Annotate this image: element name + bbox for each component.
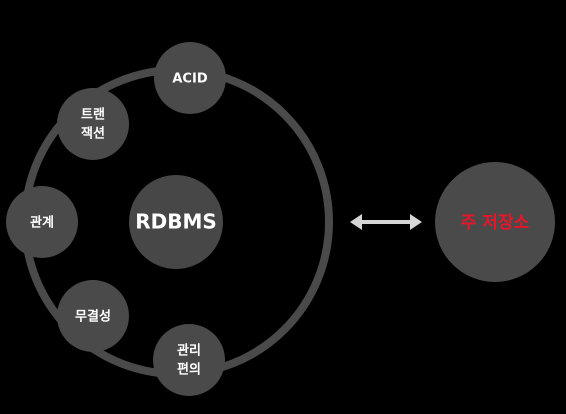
management-label-line1: 관리 <box>177 343 201 359</box>
rdbms-label: RDBMS <box>135 210 217 234</box>
transaction-label-line1: 트랜 <box>81 107 105 123</box>
primary-storage-label: 주 저장소 <box>461 213 530 233</box>
transaction-label-line2: 잭션 <box>81 126 105 142</box>
relation-label: 관계 <box>30 215 54 231</box>
management-label-line2: 편의 <box>177 362 201 378</box>
integrity-node: 무결성 <box>57 280 129 352</box>
acid-node: ACID <box>154 42 226 114</box>
primary-storage-node: 주 저장소 <box>435 162 555 282</box>
acid-label: ACID <box>172 72 207 87</box>
relation-node: 관계 <box>6 186 78 258</box>
integrity-label: 무결성 <box>75 309 111 325</box>
management-node: 관리 편의 <box>153 324 225 396</box>
double-arrow-icon <box>350 214 422 230</box>
transaction-node: 트랜 잭션 <box>57 88 129 160</box>
rdbms-node: RDBMS <box>129 175 223 269</box>
